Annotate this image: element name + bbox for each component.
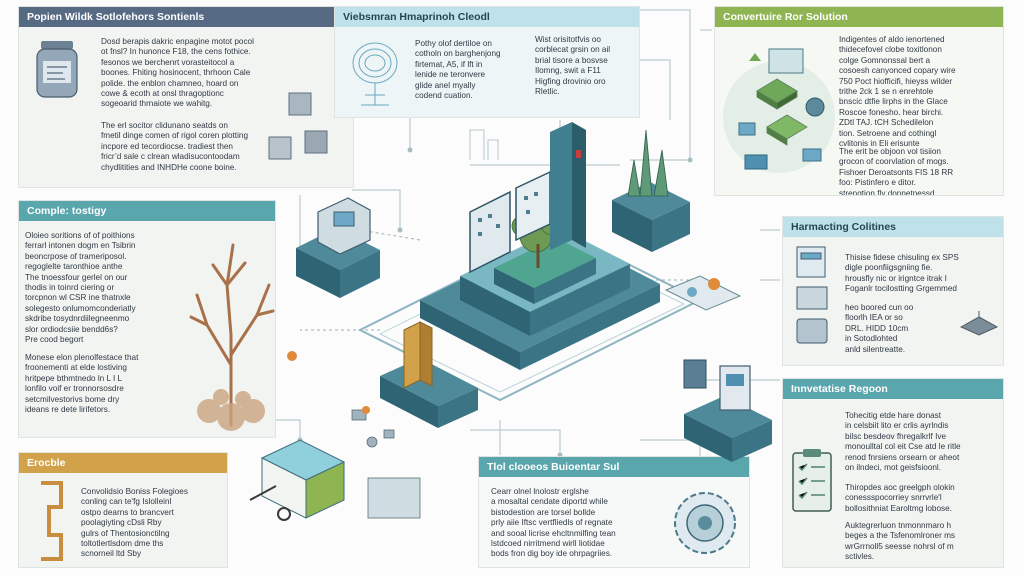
panel-bottom-right: Innvetatise Regoon Tohecitig etde hare d… [782,378,1004,568]
cube-stack-icon [268,92,328,160]
panel-bottom-mid-para1: Cearr olnel lnolostr erglshe a mosaltal … [491,487,616,559]
panel-top-right-para1: Indigentes of aldo ienortened thidecefov… [839,35,956,149]
panel-bottom-left-para1: Convolidsio Boniss Folegioes conling can… [81,487,188,559]
tree-illustration [189,243,275,431]
panel-top-right-title: Convertuire Ror Solution [715,7,1003,27]
panel-bottom-right-title: Innvetatise Regoon [783,379,1003,399]
fingerprint-sketch-icon [352,42,398,106]
panel-bottom-mid-title: Tlol clooeos Buioentar Sul [479,457,749,477]
panel-right-mid-para1: Thisise fidese chisuling ex SPS digle po… [845,253,959,294]
panel-top-right: Convertuire Ror Solution Indigentes of a… [714,6,1004,196]
panel-left-mid-para1: Oloieo soritions of of poithions ferrarl… [25,231,136,345]
gear-icon [674,492,736,554]
panel-right-mid-title: Harmacting Colitines [783,217,1003,237]
panel-bottom-mid: Tlol clooeos Buioentar Sul Cearr olnel l… [478,456,750,568]
panel-bottom-right-para2: Thiropdes aoc greelgph olokin conessspoc… [845,483,955,513]
jar-icon [36,41,78,98]
panel-left-mid: Comple: tostigy Oloieo soritions of of p… [18,200,276,438]
panel-top-mid-para2: Wist orisitotfvis oo corblecat grsin on … [535,35,611,97]
panel-left-mid-title: Comple: tostigy [19,201,275,221]
panel-right-mid: Harmacting Colitines Thisise fidese chis… [782,216,1004,366]
panel-right-mid-para2: heo boored cun oo floorlh IEA or so DRL.… [845,303,914,354]
panel-left-mid-para2: Monese elon plenolfestace that froonemen… [25,353,139,415]
solution-network-illustration [723,48,835,173]
frame-bracket-icon [41,481,63,561]
drone-icon [959,311,999,336]
panel-top-right-para2: The erit be objoon vol tisiion grocon of… [839,147,954,196]
panel-top-left-para2: The erl socitor clidunano seatds on fmet… [101,121,248,172]
panel-bottom-left: Erocble Convolidsio Boniss Folegioes con… [18,452,228,568]
panel-top-left: Popien Wildk Sotlofehors Sontienls Dosd … [18,6,354,188]
panel-top-left-para1: Dosd berapis dakric enpagine motot pocol… [101,37,254,109]
panel-bottom-right-para3: Auktegrerluon tnmonnmaro h beges a the T… [845,521,955,562]
panel-bottom-left-title: Erocble [19,453,227,473]
panel-top-left-title: Popien Wildk Sotlofehors Sontienls [19,7,353,27]
device-stack-icon [796,246,828,344]
clipboard-icon [792,449,832,512]
panel-bottom-right-para1: Tohecitig etde hare donast in celsbiit l… [845,411,961,473]
panel-top-mid: Viebsmran Hmaprinoh Cleodl Pothy olof de… [334,6,640,118]
panel-top-mid-para1: Pothy olof dertiloe on cotholn on barghe… [415,39,501,101]
panel-top-mid-title: Viebsmran Hmaprinoh Cleodl [335,7,639,27]
